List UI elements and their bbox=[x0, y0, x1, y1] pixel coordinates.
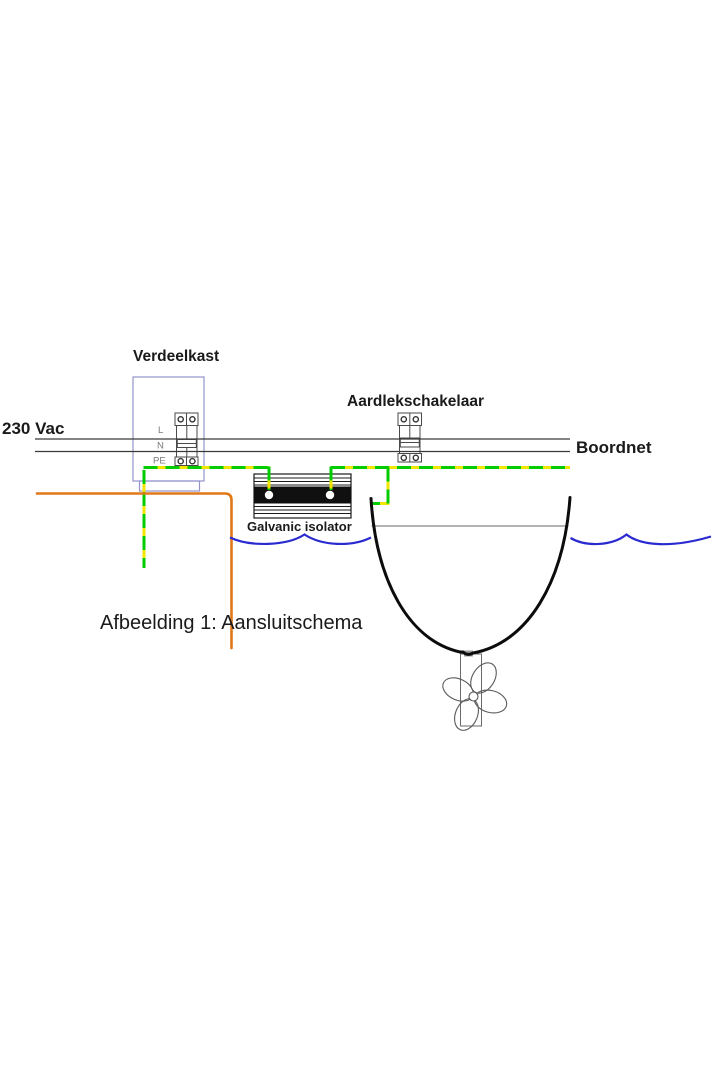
supply-conductors bbox=[35, 438, 570, 453]
rcd-screw-icon bbox=[412, 454, 420, 462]
isolator-terminal-icon bbox=[264, 490, 274, 500]
cabinet-pedestal bbox=[138, 480, 201, 492]
pe-hull-bond-base bbox=[371, 467, 390, 505]
propeller bbox=[442, 662, 508, 731]
isolator-terminal-icon bbox=[325, 490, 335, 500]
pe-hull-bond bbox=[371, 467, 390, 505]
galvanic-isolator-label: Galvanic isolator bbox=[247, 519, 352, 534]
pe-earth-wiring bbox=[142, 466, 570, 568]
diagram-labels: Verdeelkast 230 Vac Aardlekschakelaar Bo… bbox=[2, 348, 652, 634]
rcd-label: Aardlekschakelaar bbox=[347, 393, 484, 410]
propeller-hub-icon bbox=[468, 691, 479, 702]
verdeelkast-label: Verdeelkast bbox=[133, 348, 219, 365]
earth-terminal-label: PE bbox=[153, 456, 166, 467]
rcd-screw-icon bbox=[400, 454, 408, 462]
rcd-breaker bbox=[397, 412, 422, 463]
line-terminal-label: L bbox=[158, 425, 163, 436]
neutral-terminal-label: N bbox=[157, 441, 164, 452]
propeller-blade-icon bbox=[473, 689, 508, 714]
waterline bbox=[229, 533, 712, 546]
shore-ground-wire bbox=[35, 492, 233, 650]
isolator-black-band bbox=[254, 486, 351, 504]
rcd-screw-icon bbox=[412, 415, 420, 423]
breaker-screw-icon bbox=[189, 415, 196, 423]
waterline-right bbox=[569, 533, 712, 546]
rcd-screw-icon bbox=[400, 415, 408, 423]
breaker-screw-icon bbox=[177, 457, 184, 465]
main-breaker bbox=[174, 412, 199, 466]
figure-caption: Afbeelding 1: Aansluitschema bbox=[100, 612, 363, 634]
waterline-left bbox=[229, 533, 372, 546]
shore-voltage-label: 230 Vac bbox=[2, 419, 64, 438]
breaker-screw-icon bbox=[189, 457, 196, 465]
hull-outline bbox=[369, 496, 572, 656]
isolator-terminals bbox=[264, 490, 335, 500]
verdeelkast-cabinet bbox=[132, 376, 205, 492]
boordnet-label: Boordnet bbox=[576, 438, 652, 457]
boat-hull-group bbox=[369, 496, 572, 731]
breaker-screw-icon bbox=[177, 415, 184, 423]
